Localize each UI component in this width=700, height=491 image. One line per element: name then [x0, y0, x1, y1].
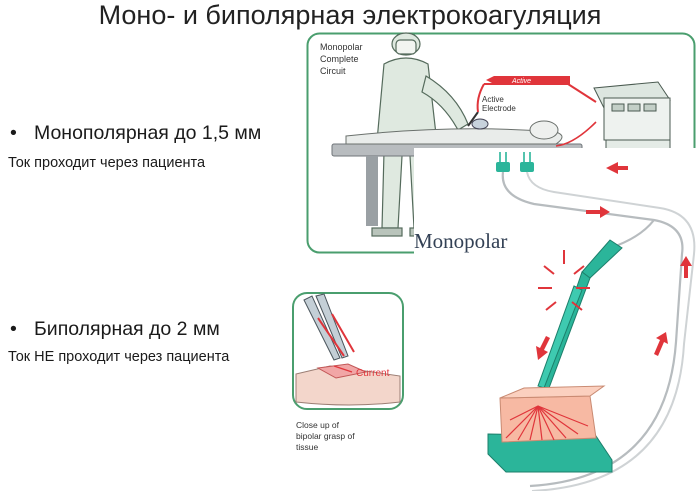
slide-title: Моно- и биполярная электрокоагуляция [98, 0, 602, 30]
bipolar-forceps [303, 293, 355, 361]
electrode-label-2: Electrode [482, 104, 516, 113]
bipolar-caption-3: tissue [296, 442, 318, 452]
spark-burst [538, 250, 590, 311]
power-plug [496, 152, 534, 172]
monopolar-circuit-figure: Monopolar Complete Circuit Active E [306, 32, 696, 254]
bipolar-closeup-figure: Current Close up of bipolar grasp of tis… [290, 290, 416, 460]
bullet-marker: • [10, 122, 17, 144]
tissue-block [487, 385, 613, 473]
bipolar-bullet: • Биполярная до 2 мм [10, 318, 220, 341]
active-current-arrow: Active [476, 76, 597, 113]
electrode-label-1: Active [482, 95, 504, 104]
circuit-caption-3: Circuit [320, 66, 346, 76]
monopolar-label: Monopolar [414, 229, 507, 253]
circuit-caption-1: Monopolar [320, 42, 363, 52]
bipolar-heading: Биполярная до 2 мм [34, 318, 220, 340]
bipolar-caption-1: Close up of [296, 420, 340, 430]
active-electrode: Active Electrode [467, 95, 516, 130]
bipolar-detail: Ток НЕ проходит через пациента [8, 349, 230, 365]
circuit-caption-2: Complete [320, 54, 359, 64]
bipolar-caption-2: bipolar grasp of [296, 431, 355, 441]
monopolar-bullet: • Монополярная до 1,5 мм [10, 122, 261, 145]
monopolar-detail: Ток проходит через пациента [8, 155, 206, 171]
current-direction-arrows [536, 162, 692, 360]
monopolar-heading: Монополярная до 1,5 мм [34, 122, 262, 144]
bullet-marker: • [10, 318, 17, 340]
active-arrow-label: Active [511, 78, 531, 85]
monopolar-instrument-figure: Monopolar [414, 148, 700, 491]
current-label: Current [356, 368, 390, 379]
